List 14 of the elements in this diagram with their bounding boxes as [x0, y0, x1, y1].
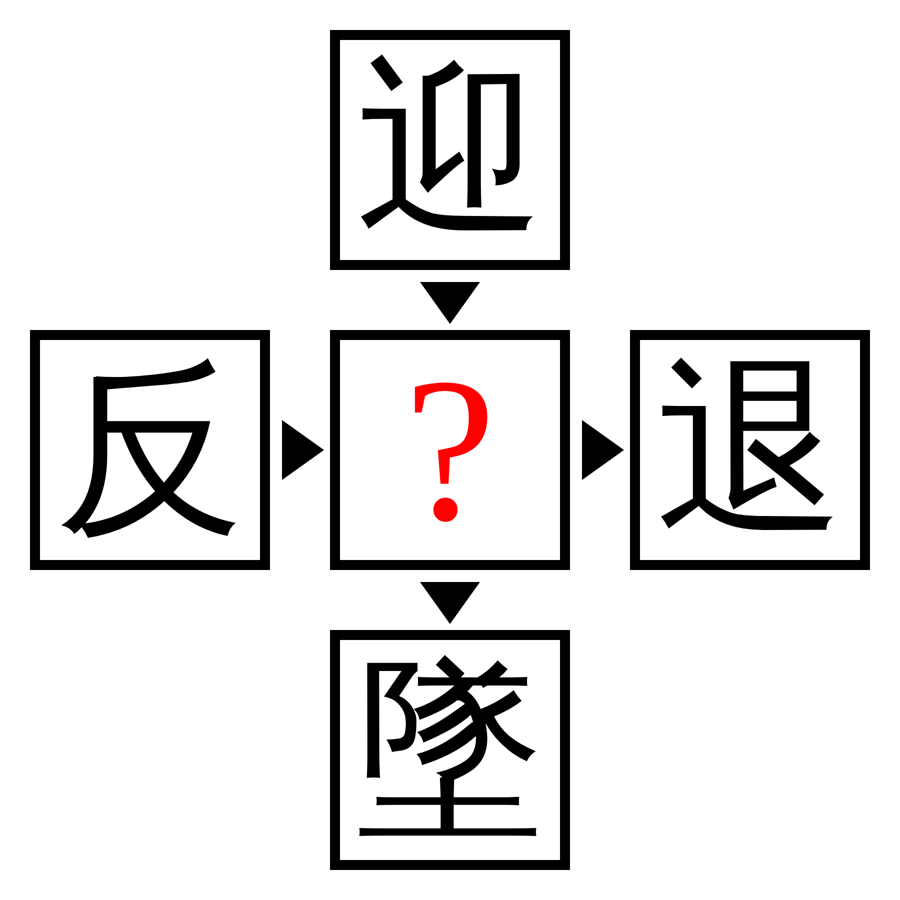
arrow [420, 282, 480, 324]
arrow [582, 420, 624, 480]
arrow [420, 582, 480, 624]
character-tile [630, 330, 870, 570]
character-tile [330, 330, 570, 570]
kanji-character: 迎 [356, 56, 544, 244]
arrow [282, 420, 324, 480]
character-tile [330, 30, 570, 270]
kanji-character: 反 [56, 356, 244, 544]
question-mark: ? [404, 347, 496, 553]
kanji-character: 退 [656, 356, 844, 544]
character-tile [330, 630, 570, 870]
kanji-character: 墜 [356, 656, 544, 844]
character-tile [30, 330, 270, 570]
